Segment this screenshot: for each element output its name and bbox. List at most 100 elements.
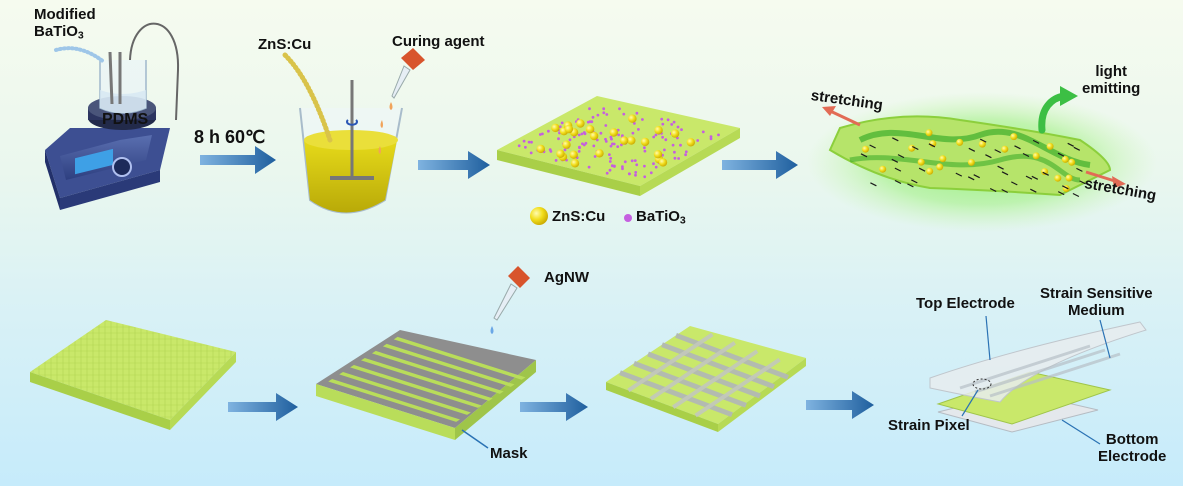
batio3-particle [696, 139, 700, 142]
strain-pixel-marker [972, 378, 992, 390]
batio3-particle [633, 122, 636, 125]
light-emitting-arrow-icon [1038, 86, 1078, 134]
zns-cu-particle [658, 158, 668, 167]
batio3-particle [634, 173, 637, 177]
batio3-particle [530, 140, 533, 144]
batio3-particle [628, 172, 631, 176]
batio3-particle [593, 155, 597, 158]
batio3-particle [641, 118, 644, 121]
stretched-film-particles [860, 129, 1086, 198]
batio3-particle [643, 175, 647, 179]
dipole-mark [997, 165, 1004, 170]
modified-batio3-label: Modified BaTiO3 [34, 6, 96, 42]
light-emitting-line2: emitting [1082, 79, 1141, 97]
dipole-mark [967, 176, 975, 181]
flow-arrow-icon [520, 393, 588, 421]
flow-arrow-icon [228, 393, 298, 421]
dipole-mark [1032, 139, 1040, 144]
batio3-particle [588, 107, 591, 111]
dipole-mark [1001, 188, 1008, 194]
strain-medium-line2: Medium [1067, 301, 1125, 319]
batio3-particle [670, 123, 674, 126]
dipole-mark [892, 137, 899, 142]
batio3-particle [654, 165, 658, 169]
agnw-stripe [371, 350, 504, 394]
zns-cu-particle [1054, 174, 1062, 182]
composite-film [497, 96, 740, 196]
batio3-particle [652, 162, 655, 166]
dipole-mark [928, 143, 936, 148]
batio3-particle [672, 120, 676, 124]
dipole-mark [894, 179, 902, 185]
batio3-particle [635, 163, 639, 167]
batio3-particle [605, 113, 609, 116]
strain-medium-line1: Strain Sensitive [1040, 285, 1153, 302]
batio3-particle [548, 148, 552, 152]
zns-cu-particle [619, 136, 629, 145]
zns-cu-label: ZnS:Cu [258, 36, 312, 53]
electrode-line [661, 342, 775, 390]
zns-cu-particle [556, 149, 565, 158]
zns-cu-particle [609, 128, 618, 137]
batio3-particle [621, 165, 624, 169]
batio3-particle [610, 164, 614, 168]
zns-cu-particle [653, 150, 663, 159]
zns-cu-particle [569, 150, 578, 159]
bottom-electrode-label: Bottom Electrode [1098, 431, 1166, 465]
dipole-mark [1057, 191, 1065, 196]
zns-cu-particle [628, 114, 637, 123]
batio3-particle [679, 143, 682, 147]
dipole-mark [973, 174, 980, 179]
dipole-mark [870, 182, 877, 187]
batio3-particle [671, 143, 675, 147]
batio3-particle [631, 131, 635, 135]
zns-cu-particle [562, 140, 571, 149]
electrode-line [672, 349, 759, 409]
batio3-particle [577, 150, 581, 153]
batio3-particle [560, 121, 564, 125]
batio3-particle [680, 128, 683, 132]
legend-batio3-label: BaTiO3 [636, 208, 686, 227]
electrode-line [649, 341, 736, 401]
light-emitting-line1: light [1095, 63, 1127, 80]
batio3-particle [643, 164, 646, 168]
zns-cu-particle [1065, 174, 1073, 182]
batio-subscript: 3 [77, 29, 84, 42]
zns-cu-particle [595, 149, 604, 158]
batio3-particle [616, 145, 620, 149]
batio3-particle [609, 144, 613, 148]
batio3-particle [599, 131, 603, 135]
batio3-particle [578, 145, 581, 149]
agnw-stripe [339, 371, 471, 415]
dipole-mark [1031, 175, 1039, 180]
batio3-particle [605, 171, 609, 175]
zns-cu-particle [925, 129, 933, 137]
batio3-particle [654, 133, 658, 137]
dipole-mark [918, 167, 926, 172]
electrode-line [675, 332, 789, 380]
zns-cu-particle [654, 126, 663, 135]
batio3-particle [676, 125, 680, 129]
batio-base-text: BaTiO [34, 22, 78, 40]
flow-arrow-icon [418, 151, 490, 179]
batio3-particle [661, 122, 665, 126]
dipole-mark [989, 187, 997, 193]
pdms-beaker-icon [54, 22, 180, 121]
zns-cu-particle [956, 138, 964, 146]
zns-cu-particle [640, 137, 650, 147]
batio3-particle [660, 117, 664, 121]
batio3-particle [649, 171, 653, 175]
batio3-particle [524, 145, 527, 149]
zns-cu-particle [936, 163, 944, 171]
agnw-stripe [350, 364, 482, 408]
light-emitting-label: light emitting [1082, 63, 1141, 97]
batio3-particle [717, 133, 720, 137]
dipole-mark [1073, 146, 1081, 151]
batio3-particle [622, 112, 626, 116]
batio3-particle [709, 137, 713, 141]
dipole-mark [897, 154, 905, 159]
batio3-particle [522, 139, 526, 143]
batio3-particle [583, 132, 587, 136]
